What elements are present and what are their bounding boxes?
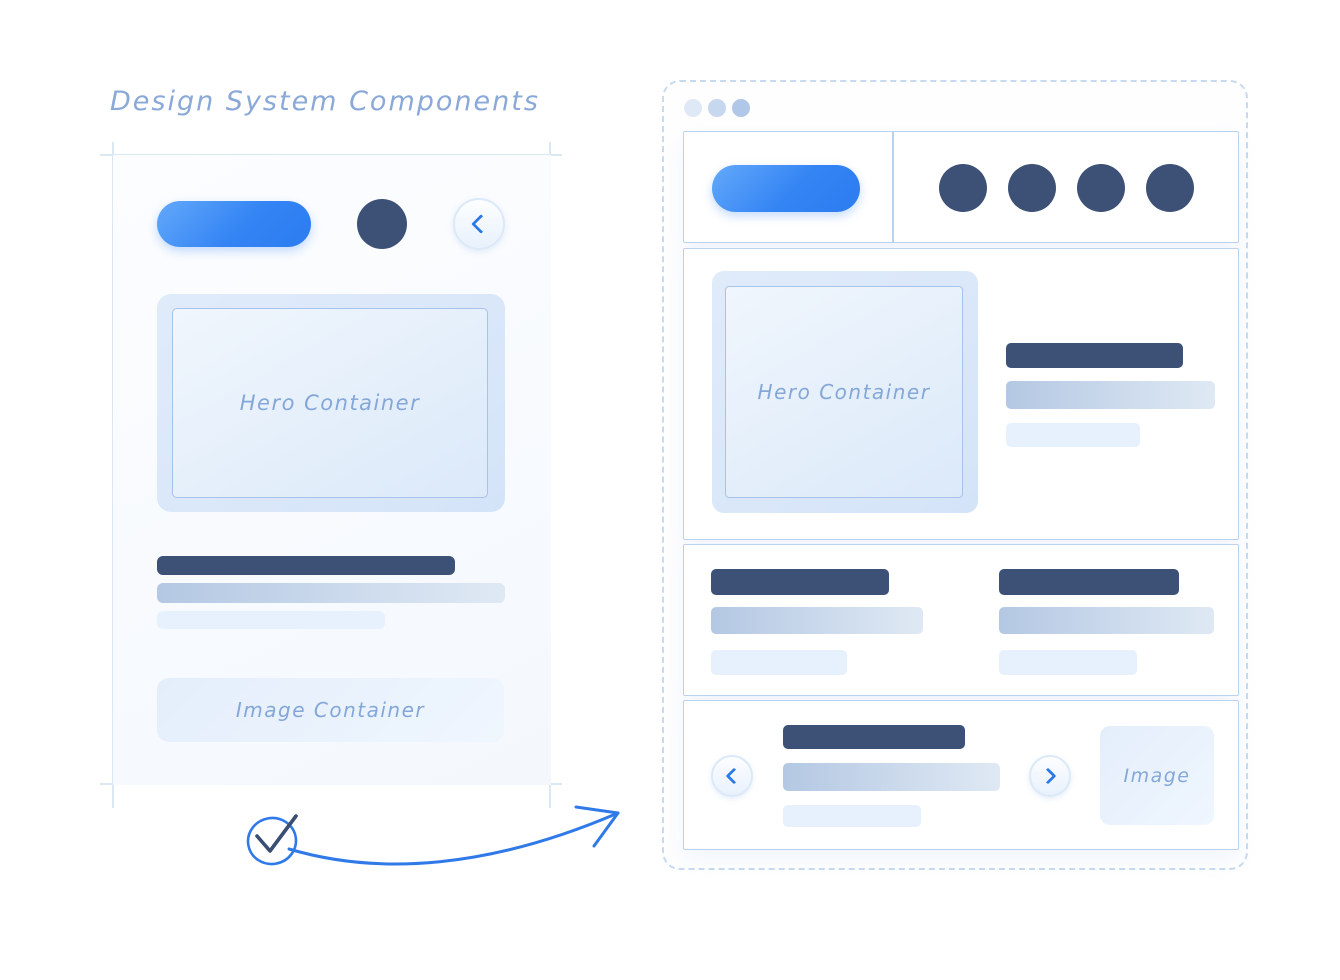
traffic-light-dot-1[interactable]: [684, 99, 702, 117]
check-icon: [255, 814, 298, 853]
carousel-prev-button[interactable]: [711, 755, 753, 797]
browser-frame: Hero Container: [662, 80, 1248, 870]
header-bar: [683, 131, 1239, 243]
hero-container-label: Hero Container: [757, 380, 931, 404]
nav-dot-3[interactable]: [1077, 164, 1125, 212]
skeleton-caption-bar: [1006, 423, 1140, 447]
skeleton-heading-bar: [1006, 343, 1183, 368]
skeleton-caption-bar: [711, 650, 847, 675]
chevron-left-button[interactable]: [453, 198, 505, 250]
nav-dot-4[interactable]: [1146, 164, 1194, 212]
arrow-head-icon: [574, 805, 620, 848]
hero-container-inner: Hero Container: [172, 308, 488, 498]
logo-pill-button[interactable]: [712, 165, 860, 212]
hero-container: Hero Container: [712, 271, 978, 513]
check-circle-doodle: [246, 816, 298, 866]
image-container: Image Container: [157, 678, 504, 742]
chevron-left-icon: [471, 214, 491, 234]
hero-container-label: Hero Container: [239, 391, 421, 415]
skeleton-text-bar: [157, 583, 505, 603]
image-container: Image: [1100, 726, 1214, 825]
skeleton-caption-bar: [157, 611, 385, 629]
carousel-section: Image: [683, 700, 1239, 850]
skeleton-caption-bar: [783, 805, 921, 827]
skeleton-heading-bar: [711, 569, 889, 595]
skeleton-heading-bar: [157, 556, 455, 575]
traffic-light-dot-2[interactable]: [708, 99, 726, 117]
chevron-left-icon: [725, 767, 743, 785]
image-container-label: Image Container: [235, 698, 426, 722]
component-artboard: Hero Container Image Container: [113, 155, 551, 785]
hero-container-inner: Hero Container: [725, 286, 963, 498]
traffic-light-dot-3[interactable]: [732, 99, 750, 117]
skeleton-caption-bar: [999, 650, 1137, 675]
nav-dot-1[interactable]: [939, 164, 987, 212]
header-divider: [892, 132, 894, 242]
skeleton-heading-bar: [999, 569, 1179, 595]
skeleton-text-bar: [711, 607, 923, 634]
content-columns-section: [683, 544, 1239, 696]
skeleton-heading-bar: [783, 725, 965, 749]
primary-pill-button[interactable]: [157, 201, 311, 247]
skeleton-text-bar: [999, 607, 1214, 634]
arrow-doodle: [287, 811, 620, 866]
hero-section: Hero Container: [683, 248, 1239, 540]
carousel-next-button[interactable]: [1029, 755, 1071, 797]
image-container-label: Image: [1123, 764, 1191, 787]
skeleton-text-bar: [783, 763, 1000, 791]
nav-dot-2[interactable]: [1008, 164, 1056, 212]
hero-container: Hero Container: [157, 294, 505, 512]
chevron-right-icon: [1039, 767, 1057, 785]
page-title: Design System Components: [110, 86, 540, 117]
avatar-circle[interactable]: [357, 199, 407, 249]
skeleton-text-bar: [1006, 381, 1215, 409]
